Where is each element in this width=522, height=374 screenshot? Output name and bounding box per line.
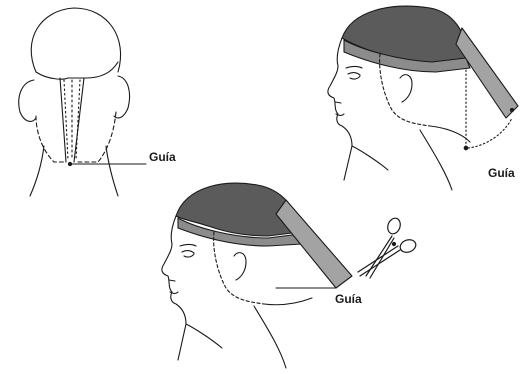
guide-label-profile-top: Guía xyxy=(488,167,515,179)
scissors-icon xyxy=(358,216,418,278)
guide-label-profile-bottom: Guía xyxy=(335,293,362,305)
back-view-head xyxy=(19,8,146,196)
guide-label-back: Guía xyxy=(149,151,176,163)
profile-view-bottom xyxy=(162,183,352,368)
profile-view-top xyxy=(328,6,518,190)
